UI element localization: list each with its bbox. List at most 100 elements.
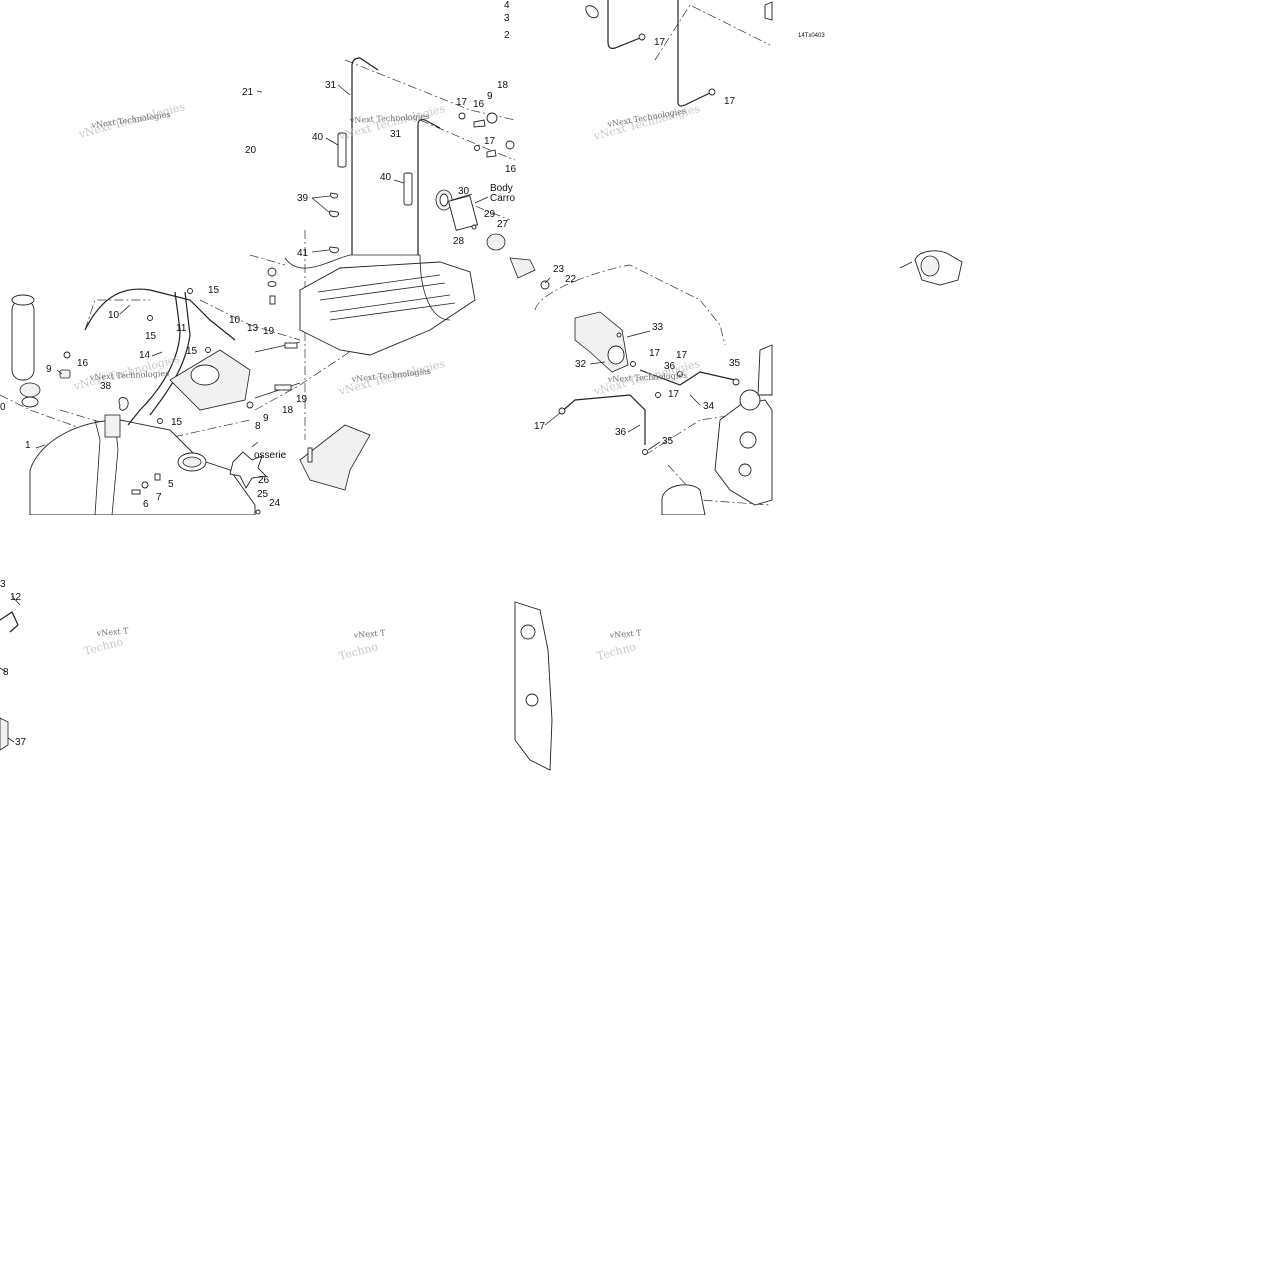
callout-35: 35 xyxy=(662,436,674,447)
engine-boss xyxy=(739,431,757,449)
fitting-22 xyxy=(540,280,550,290)
leader-tick xyxy=(627,424,641,433)
clip-35 xyxy=(642,449,648,455)
fuel-line-14 xyxy=(127,291,181,426)
callout-16: 16 xyxy=(473,99,485,110)
leader-tick xyxy=(337,84,351,96)
clip-17-top-b xyxy=(708,88,716,96)
callout-26: 26 xyxy=(258,475,270,486)
nut-stack xyxy=(267,267,277,277)
callout-19: 19 xyxy=(296,394,308,405)
tank-rib xyxy=(94,419,101,516)
callout-25: 25 xyxy=(257,489,269,500)
clamp-39b xyxy=(329,210,339,218)
intake-port xyxy=(739,389,761,411)
callout-17: 17 xyxy=(654,37,666,48)
lower-shield xyxy=(299,424,371,491)
fuel-sensor-27 xyxy=(486,233,506,251)
washer-stack xyxy=(267,281,277,287)
callout-17: 17 xyxy=(649,348,661,359)
fuel-line-34 xyxy=(639,369,736,386)
leader-tick xyxy=(35,444,46,449)
leader-line xyxy=(644,409,771,456)
engine-block xyxy=(714,399,773,506)
tank-mount-tab xyxy=(104,414,121,438)
callout-3: 3 xyxy=(0,579,6,590)
clip-17 xyxy=(458,112,466,120)
callout-4: 4 xyxy=(504,0,510,11)
hose-fragment xyxy=(0,611,19,633)
callout-8: 8 xyxy=(3,667,9,678)
callout-15: 15 xyxy=(186,346,198,357)
clamp-41 xyxy=(329,246,339,254)
callout-22: 22 xyxy=(565,274,577,285)
callout-15: 15 xyxy=(208,285,220,296)
watermark-text: Techno xyxy=(595,640,637,663)
callout-labels: 4 3 2 17 17 14Tx0403 21 20 31 31 40 40 3… xyxy=(0,0,825,748)
fitting-16b xyxy=(486,149,497,158)
watermark-text: vNext T xyxy=(608,628,642,640)
callout-35: 35 xyxy=(729,358,741,369)
vent-tube-top xyxy=(607,0,641,49)
leader-tick xyxy=(589,361,606,365)
callout-24: 24 xyxy=(269,498,281,509)
console-cover xyxy=(299,261,476,356)
connector-top xyxy=(764,1,773,21)
leader-line xyxy=(249,254,286,266)
leader-line xyxy=(199,299,301,341)
engine-boss-b xyxy=(738,463,752,477)
air-box-cap xyxy=(661,484,706,516)
callout-5: 5 xyxy=(168,479,174,490)
engine-upper xyxy=(757,344,773,396)
callout-14: 14 xyxy=(139,350,151,361)
intake-adaptor-bore xyxy=(920,255,940,277)
fitting-16 xyxy=(63,351,71,359)
callout-34: 34 xyxy=(703,401,715,412)
leader-tick xyxy=(7,737,15,743)
leader-tick xyxy=(544,277,551,284)
callout-9: 9 xyxy=(46,364,52,375)
fuel-line-10 xyxy=(84,288,236,341)
leader-tick xyxy=(451,193,473,201)
washer-7 xyxy=(141,481,149,489)
leader-tick xyxy=(256,90,263,93)
callout-32: 32 xyxy=(575,359,587,370)
callout-7: 7 xyxy=(156,492,162,503)
callout-1: 1 xyxy=(25,440,31,451)
callout-12: 12 xyxy=(10,592,22,603)
callout-40: 40 xyxy=(312,132,324,143)
shield-bolt xyxy=(307,447,313,463)
filler-neck-tube xyxy=(11,299,35,381)
vent-bracket-hole xyxy=(190,364,220,386)
sleeve-stack xyxy=(269,295,276,305)
cover-groove xyxy=(329,294,451,313)
callout-40: 40 xyxy=(380,172,392,183)
stud-18-body xyxy=(274,384,292,391)
vent-tube-31b xyxy=(417,118,441,255)
filler-neck-top xyxy=(11,294,35,306)
watermark-text: Techno xyxy=(337,640,379,663)
callout-10: 10 xyxy=(108,310,120,321)
callout-27: 27 xyxy=(497,219,509,230)
clip-17b xyxy=(474,145,480,151)
spacer-5 xyxy=(154,473,161,481)
panel-outline xyxy=(284,254,451,321)
callout-29: 29 xyxy=(484,209,496,220)
panel-fuel-tank xyxy=(0,57,550,516)
grommet-9 xyxy=(59,369,71,379)
leader-tick xyxy=(626,330,651,338)
grommet-right xyxy=(505,140,515,150)
callout-2: 2 xyxy=(504,30,510,41)
callout-6: 6 xyxy=(143,499,149,510)
tank-cap-knob xyxy=(229,451,267,489)
sleeve-40 xyxy=(337,132,347,168)
callout-39: 39 xyxy=(297,193,309,204)
callout-23: 23 xyxy=(553,264,565,275)
leader-tick xyxy=(325,137,339,146)
clamp-top xyxy=(585,5,599,19)
leader-line xyxy=(419,119,516,161)
callout-8: 8 xyxy=(255,421,261,432)
clip-15c xyxy=(205,347,211,353)
grommet-9-top xyxy=(486,112,498,124)
